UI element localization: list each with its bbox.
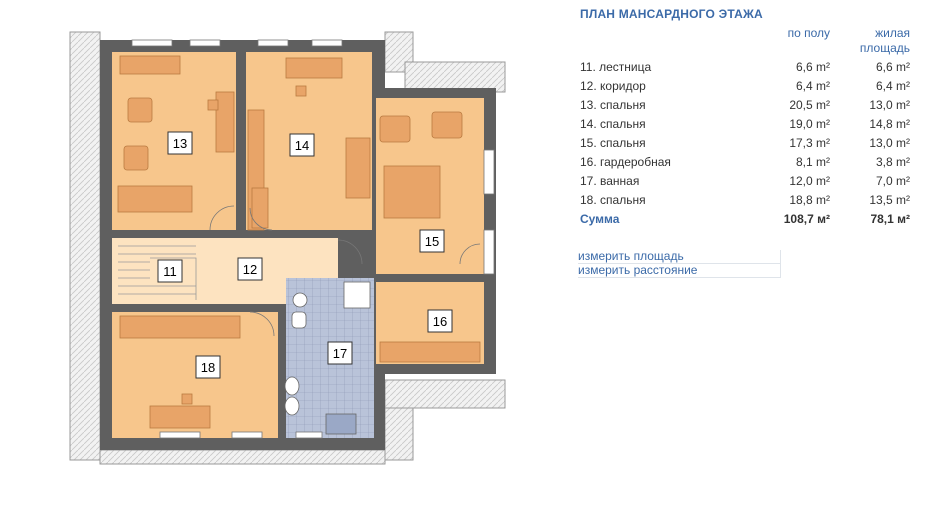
- room-name: 12. коридор: [580, 79, 646, 93]
- doors: [209, 205, 481, 337]
- room-name: 16. гардеробная: [580, 155, 671, 169]
- total-row: Сумма 108,7 м² 78,1 м²: [580, 210, 910, 229]
- room-labels: 13 14 15 12 11 16 17 18: [157, 131, 453, 379]
- label-13: 13: [167, 131, 193, 155]
- room-floor: 6,6 m²: [795, 60, 830, 74]
- svg-text:14: 14: [295, 138, 309, 153]
- label-18: 18: [195, 355, 221, 379]
- label-16: 16: [427, 309, 453, 333]
- header-living-area: жилая площадь: [830, 26, 910, 56]
- room-living: 6,6 m²: [875, 60, 910, 74]
- room-row: 11. лестница 6,6 m² 6,6 m²: [580, 58, 910, 77]
- room-row: 15. спальня 17,3 m² 13,0 m²: [580, 134, 910, 153]
- room-row: 12. коридор 6,4 m² 6,4 m²: [580, 77, 910, 96]
- total-floor: 108,7 м²: [783, 212, 830, 226]
- header-floor-area: по полу: [787, 26, 830, 40]
- room-11: [112, 238, 200, 304]
- room-floor: 18,8 m²: [789, 193, 830, 207]
- bath-fixtures: [284, 281, 371, 435]
- svg-text:17: 17: [333, 346, 347, 361]
- room-row: 14. спальня 19,0 m² 14,8 m²: [580, 115, 910, 134]
- windows: [131, 39, 495, 439]
- panel-title: ПЛАН МАНСАРДНОГО ЭТАЖА: [580, 7, 763, 21]
- total-living: 78,1 м²: [870, 212, 910, 226]
- room-floor: 19,0 m²: [789, 117, 830, 131]
- room-living: 7,0 m²: [875, 174, 910, 188]
- room-floor: 17,3 m²: [789, 136, 830, 150]
- room-row: 17. ванная 12,0 m² 7,0 m²: [580, 172, 910, 191]
- label-17: 17: [327, 341, 353, 365]
- furniture: [117, 55, 481, 429]
- svg-text:11: 11: [163, 264, 177, 279]
- label-11: 11: [157, 259, 183, 283]
- room-living: 13,0 m²: [869, 136, 910, 150]
- room-living: 3,8 m²: [875, 155, 910, 169]
- svg-text:13: 13: [173, 136, 187, 151]
- room-floor: 6,4 m²: [795, 79, 830, 93]
- room-name: 18. спальня: [580, 193, 646, 207]
- header-living-line2: площадь: [859, 41, 910, 55]
- measure-area-link[interactable]: измерить площадь: [578, 250, 781, 264]
- stairs: [118, 245, 197, 300]
- room-name: 17. ванная: [580, 174, 640, 188]
- svg-text:18: 18: [201, 360, 215, 375]
- room-row: 16. гардеробная 8,1 m² 3,8 m²: [580, 153, 910, 172]
- label-15: 15: [419, 229, 445, 253]
- svg-text:12: 12: [243, 262, 257, 277]
- roof-slopes: [69, 31, 506, 465]
- header-living-line1: жилая: [875, 26, 910, 40]
- room-row: 13. спальня 20,5 m² 13,0 m²: [580, 96, 910, 115]
- room-name: 14. спальня: [580, 117, 646, 131]
- room-name: 15. спальня: [580, 136, 646, 150]
- room-name: 11. лестница: [580, 60, 652, 74]
- svg-text:16: 16: [433, 314, 447, 329]
- room-living: 13,5 m²: [869, 193, 910, 207]
- floor-plan: 13 14 15 12 11 16 17 18: [69, 31, 506, 465]
- room-floor: 20,5 m²: [789, 98, 830, 112]
- label-14: 14: [289, 133, 315, 157]
- room-living: 6,4 m²: [875, 79, 910, 93]
- room-floor: 8,1 m²: [795, 155, 830, 169]
- room-name: 13. спальня: [580, 98, 646, 112]
- measure-distance-link[interactable]: измерить расстояние: [578, 264, 781, 278]
- room-living: 13,0 m²: [869, 98, 910, 112]
- room-row: 18. спальня 18,8 m² 13,5 m²: [580, 191, 910, 210]
- area-panel: ПЛАН МАНСАРДНОГО ЭТАЖА по полу жилая пло…: [570, 0, 930, 515]
- room-floor: 12,0 m²: [789, 174, 830, 188]
- label-12: 12: [237, 257, 263, 281]
- svg-text:15: 15: [425, 234, 439, 249]
- room-living: 14,8 m²: [869, 117, 910, 131]
- total-label: Сумма: [580, 212, 620, 226]
